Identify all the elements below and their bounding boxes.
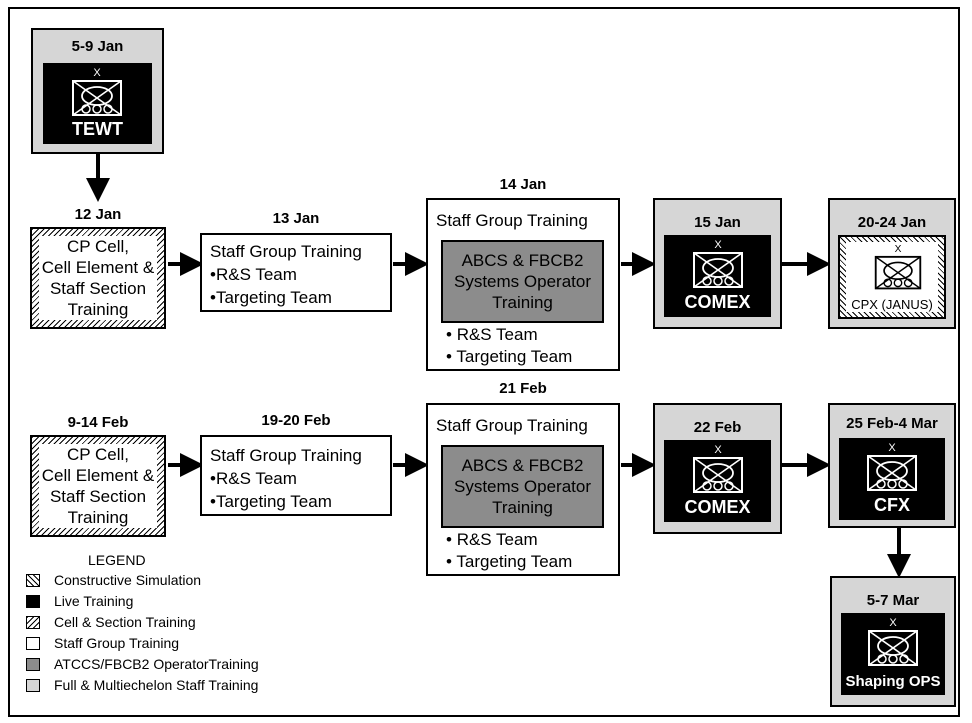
r2-comex-label: COMEX: [684, 497, 751, 517]
svg-text:X: X: [895, 244, 902, 255]
r2-staff-date: 19-20 Feb: [261, 412, 331, 429]
r2-cfx-box: 25 Feb-4 Mar X CFX: [828, 403, 956, 528]
r1-comex-live-panel: X COMEX: [664, 235, 771, 317]
unit-symbol-icon: X: [688, 237, 748, 293]
r1-comex-label: COMEX: [684, 292, 751, 312]
r2-operator-item: • R&S Team: [446, 530, 538, 549]
r1-cell-date: 12 Jan: [74, 206, 122, 223]
r1-operator-date: 14 Jan: [499, 176, 547, 193]
r2-cell-section-text: CP Cell, Cell Element & Staff Section Tr…: [39, 444, 157, 528]
svg-text:X: X: [888, 442, 896, 454]
r1-operator-item: • R&S Team: [446, 325, 538, 344]
full-multiechelon-swatch: [26, 678, 40, 692]
svg-text:X: X: [714, 239, 722, 251]
legend-title: LEGEND: [88, 552, 146, 568]
r2-staff-item: •Targeting Team: [210, 492, 332, 511]
tewt-box: 5-9 Jan X TEWT: [31, 28, 164, 154]
r2-cfx-date: 25 Feb-4 Mar: [846, 415, 938, 432]
legend-item: Live Training: [26, 593, 133, 609]
r1-staff-item: •Targeting Team: [210, 288, 332, 307]
r1-operator-training-panel: ABCS & FBCB2 Systems Operator Training: [441, 240, 604, 323]
shaping-ops-box: 5-7 Mar X Shaping OPS: [830, 576, 956, 707]
staff-group-swatch: [26, 636, 40, 650]
r1-cpx-sim-panel: X CPX (JANUS): [838, 235, 946, 319]
legend-item: ATCCS/FBCB2 OperatorTraining: [26, 656, 259, 672]
r2-cell-date: 9-14 Feb: [67, 414, 129, 431]
r1-operator-title: Staff Group Training: [436, 211, 588, 230]
r1-staff-title: Staff Group Training: [210, 242, 362, 261]
r2-operator-box: Staff Group Training ABCS & FBCB2 System…: [426, 403, 620, 576]
r1-cell-section-text: CP Cell, Cell Element & Staff Section Tr…: [39, 236, 157, 320]
r1-operator-inner-text: ABCS & FBCB2 Systems Operator Training: [454, 251, 591, 312]
shaping-ops-label: Shaping OPS: [845, 673, 941, 690]
unit-symbol-icon: X: [863, 615, 923, 671]
r1-operator-box: Staff Group Training ABCS & FBCB2 System…: [426, 198, 620, 371]
operator-training-swatch: [26, 657, 40, 671]
tewt-date: 5-9 Jan: [71, 38, 124, 55]
tewt-label: TEWT: [72, 119, 123, 139]
r1-staff-date: 13 Jan: [272, 210, 320, 227]
r2-operator-title: Staff Group Training: [436, 416, 588, 435]
r2-staff-item: •R&S Team: [210, 469, 297, 488]
r1-comex-box: 15 Jan X COMEX: [653, 198, 782, 329]
shaping-ops-date: 5-7 Mar: [866, 592, 920, 609]
svg-text:X: X: [714, 444, 722, 456]
r1-staff-item: •R&S Team: [210, 265, 297, 284]
r2-cfx-live-panel: X CFX: [839, 438, 945, 520]
r2-cfx-label: CFX: [874, 495, 910, 515]
unit-symbol-icon: X: [862, 440, 922, 496]
r2-staff-title: Staff Group Training: [210, 446, 362, 465]
r1-staff-group-box: Staff Group Training •R&S Team •Targetin…: [200, 233, 392, 312]
r2-operator-item: • Targeting Team: [446, 552, 573, 571]
unit-symbol-icon: X: [870, 242, 926, 294]
r2-operator-inner-text: ABCS & FBCB2 Systems Operator Training: [454, 456, 591, 517]
unit-symbol-icon: X: [67, 65, 127, 121]
svg-text:X: X: [93, 67, 101, 79]
legend-item: Constructive Simulation: [26, 572, 201, 588]
r2-comex-live-panel: X COMEX: [664, 440, 771, 522]
r2-cell-section-box: CP Cell, Cell Element & Staff Section Tr…: [30, 435, 166, 537]
live-training-swatch: [26, 594, 40, 608]
r1-comex-date: 15 Jan: [694, 214, 741, 231]
legend-item: Cell & Section Training: [26, 614, 196, 630]
legend-item: Full & Multiechelon Staff Training: [26, 677, 258, 693]
r2-operator-date: 21 Feb: [499, 380, 547, 397]
shaping-ops-live-panel: X Shaping OPS: [841, 613, 945, 695]
r2-comex-date: 22 Feb: [693, 419, 742, 436]
r2-staff-group-box: Staff Group Training •R&S Team •Targetin…: [200, 435, 392, 516]
r1-cpx-date: 20-24 Jan: [857, 214, 927, 231]
r2-operator-training-panel: ABCS & FBCB2 Systems Operator Training: [441, 445, 604, 528]
constructive-sim-swatch: [26, 573, 40, 587]
r2-comex-box: 22 Feb X COMEX: [653, 403, 782, 534]
unit-symbol-icon: X: [688, 442, 748, 498]
svg-text:X: X: [889, 617, 897, 629]
r1-cell-section-box: CP Cell, Cell Element & Staff Section Tr…: [30, 227, 166, 329]
tewt-live-panel: X TEWT: [43, 63, 152, 144]
r1-cpx-label: CPX (JANUS): [851, 297, 933, 312]
cell-section-swatch: [26, 615, 40, 629]
r1-operator-item: • Targeting Team: [446, 347, 573, 366]
r1-cpx-box: 20-24 Jan X CPX (JANUS): [828, 198, 956, 329]
legend-item: Staff Group Training: [26, 635, 179, 651]
